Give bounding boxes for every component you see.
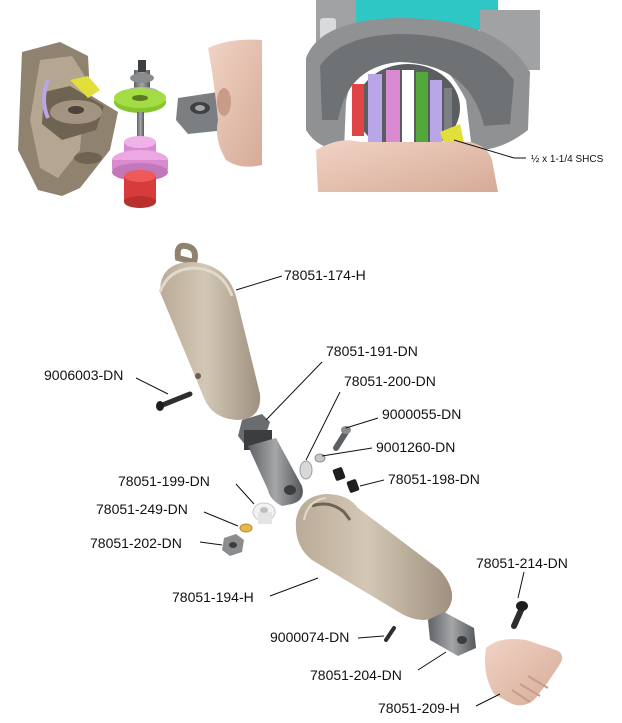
- callout-78051-209-H: 78051-209-H: [378, 700, 460, 716]
- washer-200: [299, 460, 313, 480]
- callout-9000074-DN: 9000074-DN: [270, 629, 349, 645]
- callout-78051-202-DN: 78051-202-DN: [90, 535, 182, 551]
- nut-202: [222, 534, 244, 556]
- pin-9006003: [156, 391, 193, 411]
- washer-249: [239, 523, 253, 533]
- callout-78051-200-DN: 78051-200-DN: [344, 373, 436, 389]
- exploded-arm-parts: [156, 242, 563, 706]
- callout-78051-198-DN: 78051-198-DN: [388, 471, 480, 487]
- set-screw-198-a: [332, 467, 346, 481]
- callout-78051-194-H: 78051-194-H: [172, 589, 254, 605]
- clevis-191: [238, 414, 303, 506]
- leader-lines: [135, 275, 525, 707]
- forearm-shell: [295, 494, 453, 620]
- callout-shcs: ½ x 1-1/4 SHCS: [531, 154, 604, 165]
- yellow-tab: [70, 76, 100, 98]
- callout-78051-191-DN: 78051-191-DN: [326, 343, 418, 359]
- screw-9000074: [384, 626, 396, 642]
- callout-78051-174-H: 78051-174-H: [284, 267, 366, 283]
- hand-209: [485, 639, 563, 706]
- callout-labels: 78051-174-H 9006003-DN 78051-191-DN 7805…: [44, 267, 568, 716]
- bushing-199: [252, 502, 276, 524]
- set-screw-198-b: [346, 479, 360, 493]
- callout-78051-199-DN: 78051-199-DN: [118, 473, 210, 489]
- elbow-joint-exploded-view: [18, 39, 262, 208]
- callout-9001260-DN: 9001260-DN: [376, 439, 455, 455]
- callout-78051-214-DN: 78051-214-DN: [476, 555, 568, 571]
- callout-78051-249-DN: 78051-249-DN: [96, 501, 188, 517]
- screw-214: [511, 601, 528, 629]
- callout-78051-204-DN: 78051-204-DN: [310, 667, 402, 683]
- elbow-joint-cutaway-view: ½ x 1-1/4 SHCS: [306, 0, 604, 192]
- callout-9006003-DN: 9006003-DN: [44, 367, 123, 383]
- screw-9000055: [333, 426, 351, 451]
- washer-9001260: [314, 453, 326, 463]
- upper-arm-shell: [158, 242, 261, 420]
- callout-9000055-DN: 9000055-DN: [382, 406, 461, 422]
- cutaway-forearm: [316, 140, 498, 192]
- forearm-socket: [208, 39, 262, 167]
- wrist-clevis-204: [428, 612, 476, 656]
